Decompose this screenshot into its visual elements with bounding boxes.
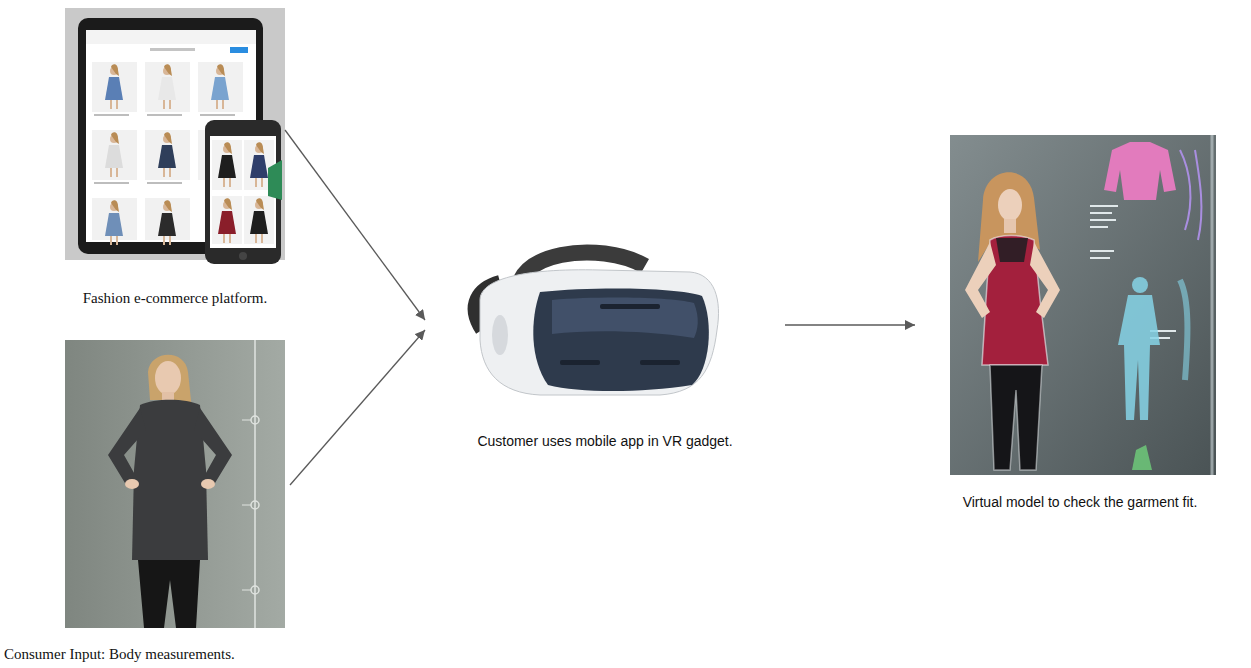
virtual-model-image-part [1211,135,1214,475]
virtual-model-image-part [998,189,1022,221]
ecommerce-illustration-part [218,142,236,187]
ecommerce-illustration-part [205,120,281,264]
virtual-model-image-part [996,238,1028,262]
ecommerce-illustration-part [250,198,268,243]
image-node: Consumer Input: Body measurements. [0,340,290,664]
virtual-model-image-part [1030,242,1060,318]
virtual-model-image-part [990,365,1042,470]
virtual-model-image-part [1090,219,1116,221]
virtual-model-image-part [1090,226,1108,228]
image-node: Customer uses mobile app in VR gadget. [425,245,785,450]
consumer-photo-part [242,505,251,506]
ecommerce-illustration-part [147,114,182,116]
flow-arrow [285,130,425,320]
ecommerce-illustration-part [212,140,242,190]
virtual-model-image-part [1118,295,1160,420]
ecommerce-illustration-part [210,136,276,248]
ecommerce-illustration-part [198,62,243,112]
consumer-photo-part [138,560,200,628]
ecommerce-illustration-part [105,200,123,245]
consumer-photo-part [201,479,215,489]
ecommerce-illustration-part [158,132,176,177]
consumer-photo-part [194,408,232,488]
ecommerce-illustration-part [86,30,256,44]
virtual-model-image [950,135,1216,475]
consumer-photo-part [155,361,181,395]
ecommerce-illustration-part [218,198,236,243]
ecommerce-illustration-part [211,64,229,109]
virtual-model-image-part [950,135,1216,475]
consumer-photo-part [65,340,285,628]
virtual-model-image-part [1132,445,1152,470]
virtual-model-image-part [1090,212,1112,214]
virtual-model-image-part [1132,277,1148,293]
virtual-model-image-part [1090,205,1118,207]
node-caption: Customer uses mobile app in VR gadget. [475,433,734,451]
virtual-model-image-part [1180,150,1201,240]
consumer-photo-part [242,590,251,591]
virtual-model-image-part [1180,280,1187,380]
ecommerce-illustration-part [92,62,137,112]
node-caption: Fashion e-commerce platform. [81,289,270,308]
node-caption: Virtual model to check the garment fit. [961,494,1200,512]
virtual-model-image-part [1104,142,1176,200]
ecommerce-illustration-part [145,62,190,112]
ecommerce-illustration-part [105,64,123,109]
ecommerce-illustration-part [239,252,247,260]
ecommerce-illustration-part [145,130,190,180]
ecommerce-illustration-part [158,200,176,245]
consumer-photo-part [254,340,256,628]
ecommerce-illustration-part [250,142,268,187]
ecommerce-illustration-part [268,160,282,200]
ecommerce-illustration-part [92,130,137,180]
consumer-photo-part [251,586,259,594]
consumer-photo-part [251,416,259,424]
node-caption: Consumer Input: Body measurements. [2,645,237,664]
ecommerce-illustration-part [200,114,235,116]
ecommerce-illustration-part [244,196,274,244]
consumer-photo-part [125,479,139,489]
consumer-photo-part [108,408,146,488]
image-node: Fashion e-commerce platform. [65,8,285,308]
flow-arrow [290,330,425,485]
ecommerce-illustration-part [94,114,129,116]
ecommerce-illustration-part [94,182,129,184]
ecommerce-illustration-part [150,48,195,51]
consumer-photo [65,340,285,628]
ecommerce-illustration-part [212,196,242,244]
virtual-model-image-part [1004,219,1016,233]
vr-headset-part [480,270,719,395]
ecommerce-illustration-part [230,47,248,53]
vr-headset-part [600,304,660,309]
vr-headset-part [533,289,709,391]
virtual-model-image-part [1090,250,1114,252]
vr-headset [475,252,719,395]
ecommerce-illustration-part [158,64,176,109]
consumer-photo-part [242,420,251,421]
vr-headset-part [560,360,600,365]
virtual-model-image-part [965,242,996,318]
ecommerce-illustration-part [147,182,182,184]
ecommerce-illustration [65,8,285,264]
flow-arrow [785,324,915,325]
vr-headset-part [492,315,508,355]
ecommerce-illustration-part [105,132,123,177]
consumer-photo-part [251,501,259,509]
vr-headset-part [640,360,680,365]
image-node: Virtual model to check the garment fit. [915,135,1245,511]
vr-headset-part [552,298,698,338]
virtual-model-image-part [1090,257,1110,259]
